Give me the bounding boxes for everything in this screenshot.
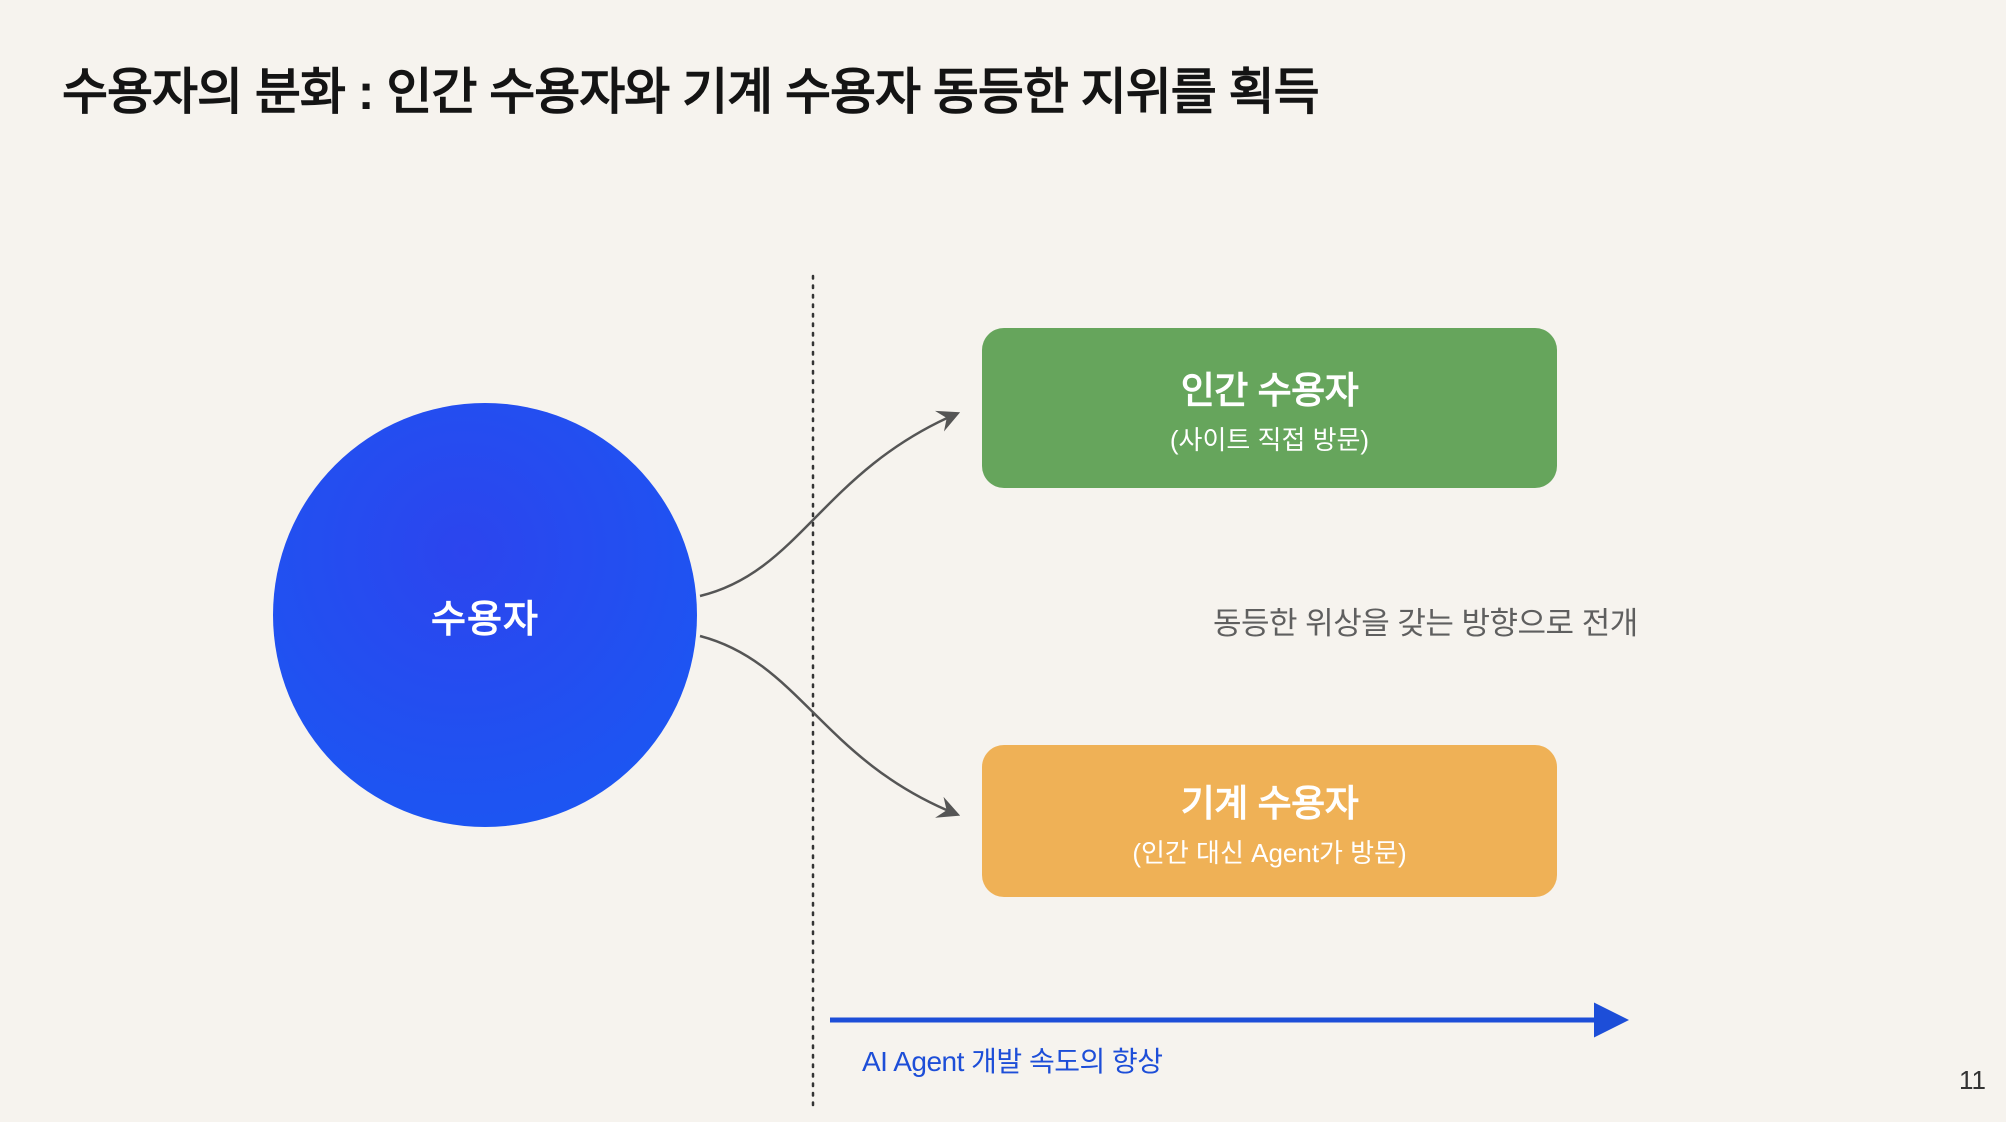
machine-audience-subtitle: (인간 대신 Agent가 방문) xyxy=(1132,837,1407,868)
axis-label: AI Agent 개발 속도의 향상 xyxy=(862,1046,1163,1077)
machine-audience-box: 기계 수용자 (인간 대신 Agent가 방문) xyxy=(982,745,1557,897)
connector-to-machine-arrow xyxy=(699,634,961,818)
human-audience-subtitle: (사이트 직접 방문) xyxy=(1169,424,1370,455)
equal-status-note: 동등한 위상을 갖는 방향으로 전개 xyxy=(1213,606,1638,641)
page-title: 수용자의 분화 : 인간 수용자와 기계 수용자 동등한 지위를 획득 xyxy=(62,64,1320,120)
human-audience-title: 인간 수용자 xyxy=(1180,369,1359,411)
page-number: 11 xyxy=(1959,1065,1986,1095)
audience-circle-node: 수용자 xyxy=(273,403,697,827)
connector-to-human-arrow xyxy=(699,410,961,598)
human-audience-box: 인간 수용자 (사이트 직접 방문) xyxy=(982,328,1557,488)
audience-circle-label: 수용자 xyxy=(431,598,539,641)
machine-audience-title: 기계 수용자 xyxy=(1180,782,1359,824)
